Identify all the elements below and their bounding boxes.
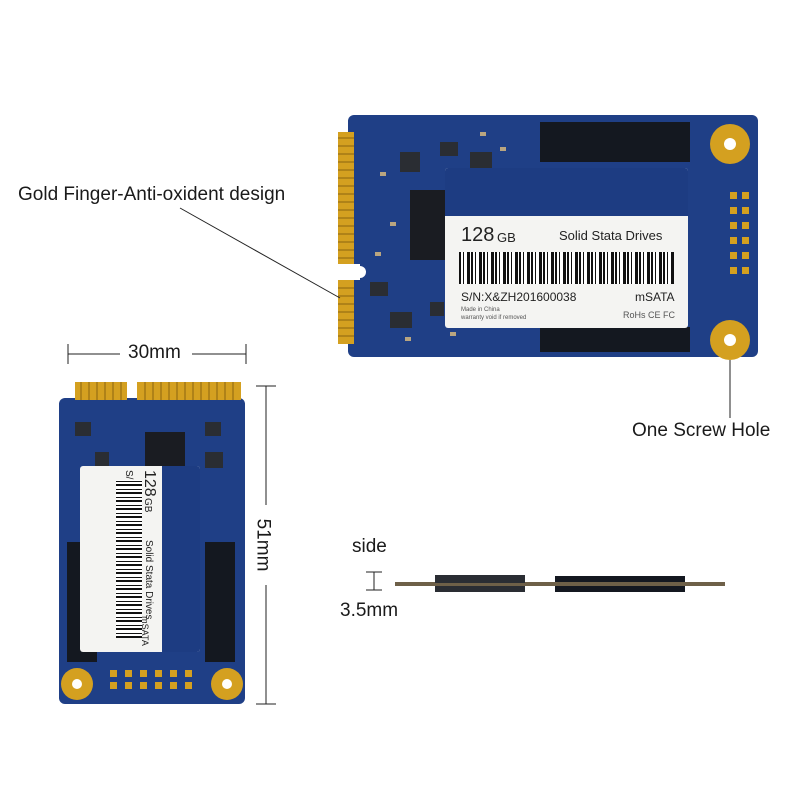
side-view-graphic <box>395 575 725 592</box>
capacity-unit: GB <box>497 230 516 245</box>
thickness-dimension: 3.5mm <box>340 600 399 621</box>
portrait-product-name: Solid Stata Drives <box>143 540 154 620</box>
form-factor: mSATA <box>635 290 675 304</box>
length-dimension: 51mm <box>252 518 274 572</box>
portrait-form-factor: mSATA <box>139 616 150 646</box>
top-ssd-board: 128 GB Solid Stata Drives S/N:X&ZH201600… <box>330 112 760 362</box>
side-view-board <box>395 572 725 594</box>
portrait-capacity-unit: GB <box>142 498 153 513</box>
certifications: RoHs CE FC <box>623 310 676 320</box>
portrait-ssd-board: 128 GB Solid Stata Drives S/N:X&ZH201600… <box>55 382 250 704</box>
drive-label: 128 GB Solid Stata Drives S/N:X&ZH201600… <box>445 168 688 328</box>
portrait-label-band <box>162 466 200 652</box>
width-dimension: 30mm <box>128 342 181 363</box>
screw-hole-callout: One Screw Hole <box>632 420 771 441</box>
product-name: Solid Stata Drives <box>559 228 663 243</box>
portrait-drive-label: 128 GB Solid Stata Drives S/N:X&ZH201600… <box>80 466 200 652</box>
origin-text: Made in China <box>461 307 500 313</box>
serial-number: S/N:X&ZH201600038 <box>461 290 577 304</box>
portrait-capacity: 128 <box>141 470 158 497</box>
barcode <box>459 252 674 284</box>
portrait-barcode <box>116 480 142 638</box>
side-label: side <box>352 536 387 557</box>
capacity-number: 128 <box>461 224 495 246</box>
warranty-text: warranty void if removed <box>461 315 527 321</box>
gold-finger-callout: Gold Finger-Anti-oxident design <box>18 184 286 205</box>
label-header-band <box>445 168 688 216</box>
gold-finger-leader-line <box>179 207 341 299</box>
